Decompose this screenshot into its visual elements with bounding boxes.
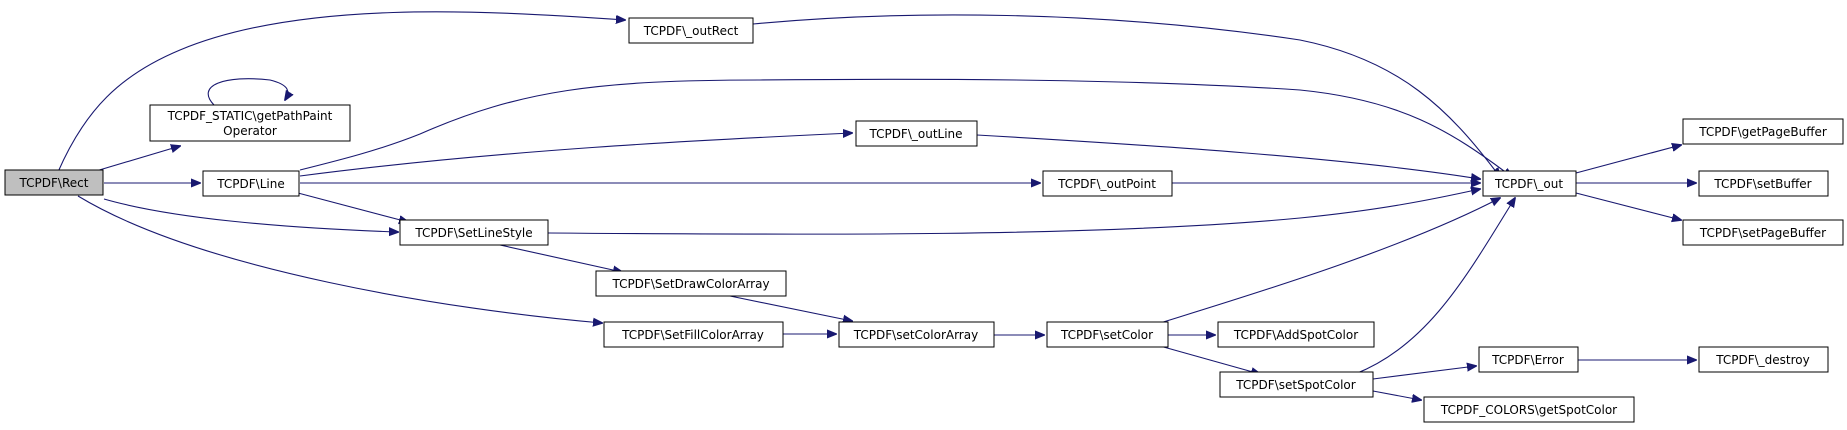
node-setfillcolorarray[interactable]: TCPDF\SetFillColorArray	[603, 321, 784, 348]
edge-rect-setlinestyle	[103, 198, 398, 232]
node-getpagebuffer[interactable]: TCPDF\getPageBuffer	[1682, 118, 1844, 145]
node-addspotcolor[interactable]: TCPDF\AddSpotColor	[1217, 321, 1375, 348]
node-outline-label: TCPDF\_outLine	[868, 127, 962, 141]
edge-outrect-out	[752, 14, 1500, 177]
node-error[interactable]: TCPDF\Error	[1478, 346, 1579, 373]
nodes: TCPDF\Rect TCPDF\_outRect TCPDF_STATIC\g…	[4, 17, 1844, 423]
node-destroy[interactable]: TCPDF\_destroy	[1698, 346, 1829, 373]
node-out[interactable]: TCPDF\_out	[1482, 170, 1577, 197]
node-setbuffer-label: TCPDF\setBuffer	[1713, 177, 1811, 191]
node-getpagebuffer-label: TCPDF\getPageBuffer	[1698, 125, 1827, 139]
node-setspotcolor[interactable]: TCPDF\setSpotColor	[1219, 371, 1374, 398]
node-outrect[interactable]: TCPDF\_outRect	[628, 17, 754, 44]
node-setcolorarray[interactable]: TCPDF\setColorArray	[838, 321, 995, 348]
edge-line-out-top	[299, 78, 1512, 177]
node-outline[interactable]: TCPDF\_outLine	[855, 120, 978, 147]
node-outrect-label: TCPDF\_outRect	[643, 24, 739, 38]
node-rect-label: TCPDF\Rect	[19, 176, 89, 190]
node-getpathpaint-label-2: Operator	[223, 124, 277, 138]
node-setcolorarray-label: TCPDF\setColorArray	[853, 328, 978, 342]
node-setspotcolor-label: TCPDF\setSpotColor	[1235, 378, 1355, 392]
edge-setcolor-setspotcolor	[1159, 345, 1260, 374]
edge-setspotcolor-out	[1354, 198, 1515, 375]
node-error-label: TCPDF\Error	[1491, 353, 1564, 367]
node-setpagebuffer-label: TCPDF\setPageBuffer	[1699, 226, 1826, 240]
edge-rect-getpathpaint	[95, 146, 180, 172]
edges	[57, 11, 1696, 400]
edge-outline-out	[976, 134, 1480, 179]
node-getspotcolor[interactable]: TCPDF_COLORS\getSpotColor	[1423, 396, 1635, 423]
edge-out-setpagebuffer	[1575, 192, 1681, 220]
node-setdrawcolorarray-label: TCPDF\SetDrawColorArray	[611, 277, 769, 291]
node-destroy-label: TCPDF\_destroy	[1715, 353, 1810, 367]
edge-setdrawcolorarray-setcolorarray	[729, 295, 852, 321]
node-setpagebuffer[interactable]: TCPDF\setPageBuffer	[1682, 219, 1844, 246]
node-outpoint-label: TCPDF\_outPoint	[1057, 177, 1156, 191]
node-getpathpaint-label-1: TCPDF_STATIC\getPathPaint	[167, 109, 333, 123]
node-setdrawcolorarray[interactable]: TCPDF\SetDrawColorArray	[595, 270, 787, 297]
node-setcolor[interactable]: TCPDF\setColor	[1046, 321, 1169, 348]
edge-getpathpaint-self	[207, 78, 288, 106]
node-out-label: TCPDF\_out	[1494, 177, 1563, 191]
edge-setcolor-out	[1159, 198, 1500, 324]
edge-line-setlinestyle	[297, 192, 408, 222]
node-line[interactable]: TCPDF\Line	[202, 170, 300, 197]
edge-setlinestyle-setdrawcolorarray	[499, 244, 622, 272]
node-outpoint[interactable]: TCPDF\_outPoint	[1042, 170, 1173, 197]
edge-setspotcolor-error	[1372, 366, 1476, 380]
edge-line-outline	[299, 133, 852, 177]
node-getpathpaint[interactable]: TCPDF_STATIC\getPathPaint Operator	[149, 104, 351, 142]
node-line-label: TCPDF\Line	[216, 177, 284, 191]
edge-setspotcolor-getspotcolor	[1372, 390, 1421, 400]
node-setcolor-label: TCPDF\setColor	[1060, 328, 1153, 342]
node-setlinestyle[interactable]: TCPDF\SetLineStyle	[399, 219, 549, 246]
edge-out-getpagebuffer	[1575, 145, 1681, 174]
edge-rect-outrect	[57, 11, 625, 173]
node-setbuffer[interactable]: TCPDF\setBuffer	[1698, 170, 1829, 197]
node-setfillcolorarray-label: TCPDF\SetFillColorArray	[621, 328, 764, 342]
node-setlinestyle-label: TCPDF\SetLineStyle	[414, 226, 532, 240]
node-addspotcolor-label: TCPDF\AddSpotColor	[1233, 328, 1358, 342]
node-rect[interactable]: TCPDF\Rect	[4, 169, 104, 196]
edge-setlinestyle-out	[547, 189, 1480, 235]
node-getspotcolor-label: TCPDF_COLORS\getSpotColor	[1440, 403, 1617, 417]
edge-rect-setfillcolorarray	[77, 195, 602, 323]
